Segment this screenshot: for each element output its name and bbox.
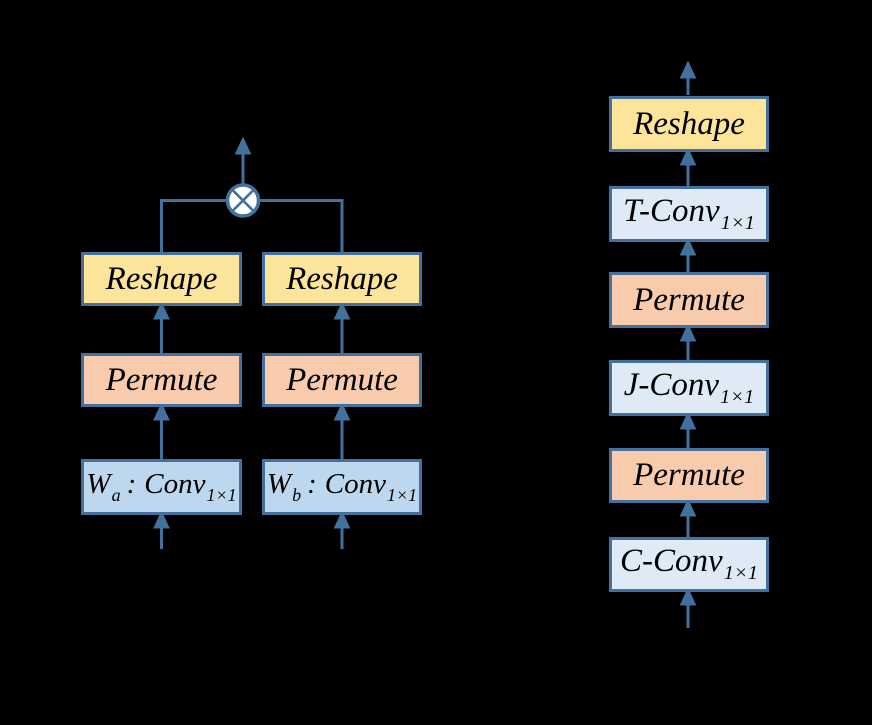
j-conv-label: J-Conv1×1 bbox=[623, 366, 755, 408]
right-output-arrow bbox=[679, 60, 697, 95]
branch-b-permute-box: Permute bbox=[262, 353, 422, 407]
c-conv-box: C-Conv1×1 bbox=[609, 537, 769, 592]
j-conv-box: J-Conv1×1 bbox=[609, 360, 769, 416]
right-permute-lower-label: Permute bbox=[633, 457, 745, 493]
branch-b-reshape-to-operator-connector bbox=[259, 199, 344, 252]
cconv-to-permute-arrow bbox=[679, 498, 697, 537]
branch-b-permute-label: Permute bbox=[286, 361, 398, 398]
right-permute-lower-box: Permute bbox=[609, 448, 769, 503]
branch-b-reshape-box: Reshape bbox=[262, 252, 422, 306]
branch-b-conv-label: Wb:Conv1×1 bbox=[266, 468, 418, 505]
branch-b-conv-colon: : bbox=[307, 468, 317, 501]
branch-a-reshape-to-operator-connector bbox=[160, 199, 228, 252]
branch-a-conv-sub: 1×1 bbox=[206, 484, 237, 505]
branch-a-reshape-label: Reshape bbox=[105, 260, 218, 297]
right-permute-upper-box: Permute bbox=[609, 272, 769, 328]
branch-b-conv-box: Wb:Conv1×1 bbox=[262, 459, 422, 515]
branch-b-conv-weight-sub: b bbox=[292, 484, 302, 505]
branch-b-conv-to-permute-arrow bbox=[333, 402, 351, 459]
branch-a-reshape-box: Reshape bbox=[81, 252, 242, 306]
branch-b-conv-sub: 1×1 bbox=[386, 484, 418, 505]
tconv-to-reshape-arrow bbox=[679, 147, 697, 186]
right-reshape-box: Reshape bbox=[609, 96, 769, 152]
branch-a-conv-to-permute-arrow bbox=[153, 402, 170, 459]
t-conv-box: T-Conv1×1 bbox=[609, 186, 769, 242]
right-reshape-label: Reshape bbox=[633, 105, 745, 142]
branch-a-conv-weight-sub: a bbox=[111, 484, 121, 505]
branch-a-permute-to-reshape-arrow bbox=[153, 301, 170, 353]
jconv-to-permute-arrow bbox=[679, 323, 697, 360]
branch-a-input-arrow bbox=[153, 510, 170, 549]
branch-a-conv-weight: W bbox=[86, 468, 111, 501]
branch-a-conv-label: Wa:Conv1×1 bbox=[86, 468, 237, 505]
t-conv-label: T-Conv1×1 bbox=[623, 192, 755, 234]
branch-b-permute-to-reshape-arrow bbox=[333, 301, 351, 353]
branch-a-permute-box: Permute bbox=[81, 353, 242, 407]
branch-a-conv-box: Wa:Conv1×1 bbox=[81, 459, 242, 515]
permute-to-tconv-arrow bbox=[679, 237, 697, 272]
branch-a-conv-base: Conv bbox=[144, 468, 206, 501]
c-conv-base: C-Conv bbox=[620, 543, 723, 580]
branch-b-reshape-label: Reshape bbox=[286, 260, 398, 297]
right-input-arrow bbox=[679, 587, 697, 628]
branch-b-conv-base: Conv bbox=[324, 468, 386, 501]
permute-to-jconv-arrow bbox=[679, 411, 697, 448]
branch-b-input-arrow bbox=[333, 510, 351, 549]
j-conv-sub: 1×1 bbox=[720, 385, 755, 408]
branch-a-conv-colon: : bbox=[126, 468, 137, 501]
multiply-operator-icon bbox=[225, 183, 261, 218]
c-conv-label: C-Conv1×1 bbox=[620, 545, 758, 584]
branch-a-permute-label: Permute bbox=[105, 361, 218, 398]
right-permute-upper-label: Permute bbox=[633, 281, 745, 318]
j-conv-base: J-Conv bbox=[623, 366, 720, 403]
multiply-operator-cross bbox=[231, 188, 255, 213]
c-conv-sub: 1×1 bbox=[723, 562, 758, 585]
branch-b-conv-weight: W bbox=[266, 468, 292, 501]
t-conv-base: T-Conv bbox=[623, 192, 720, 229]
left-diagram-output-arrow bbox=[234, 136, 252, 184]
t-conv-sub: 1×1 bbox=[720, 211, 755, 234]
